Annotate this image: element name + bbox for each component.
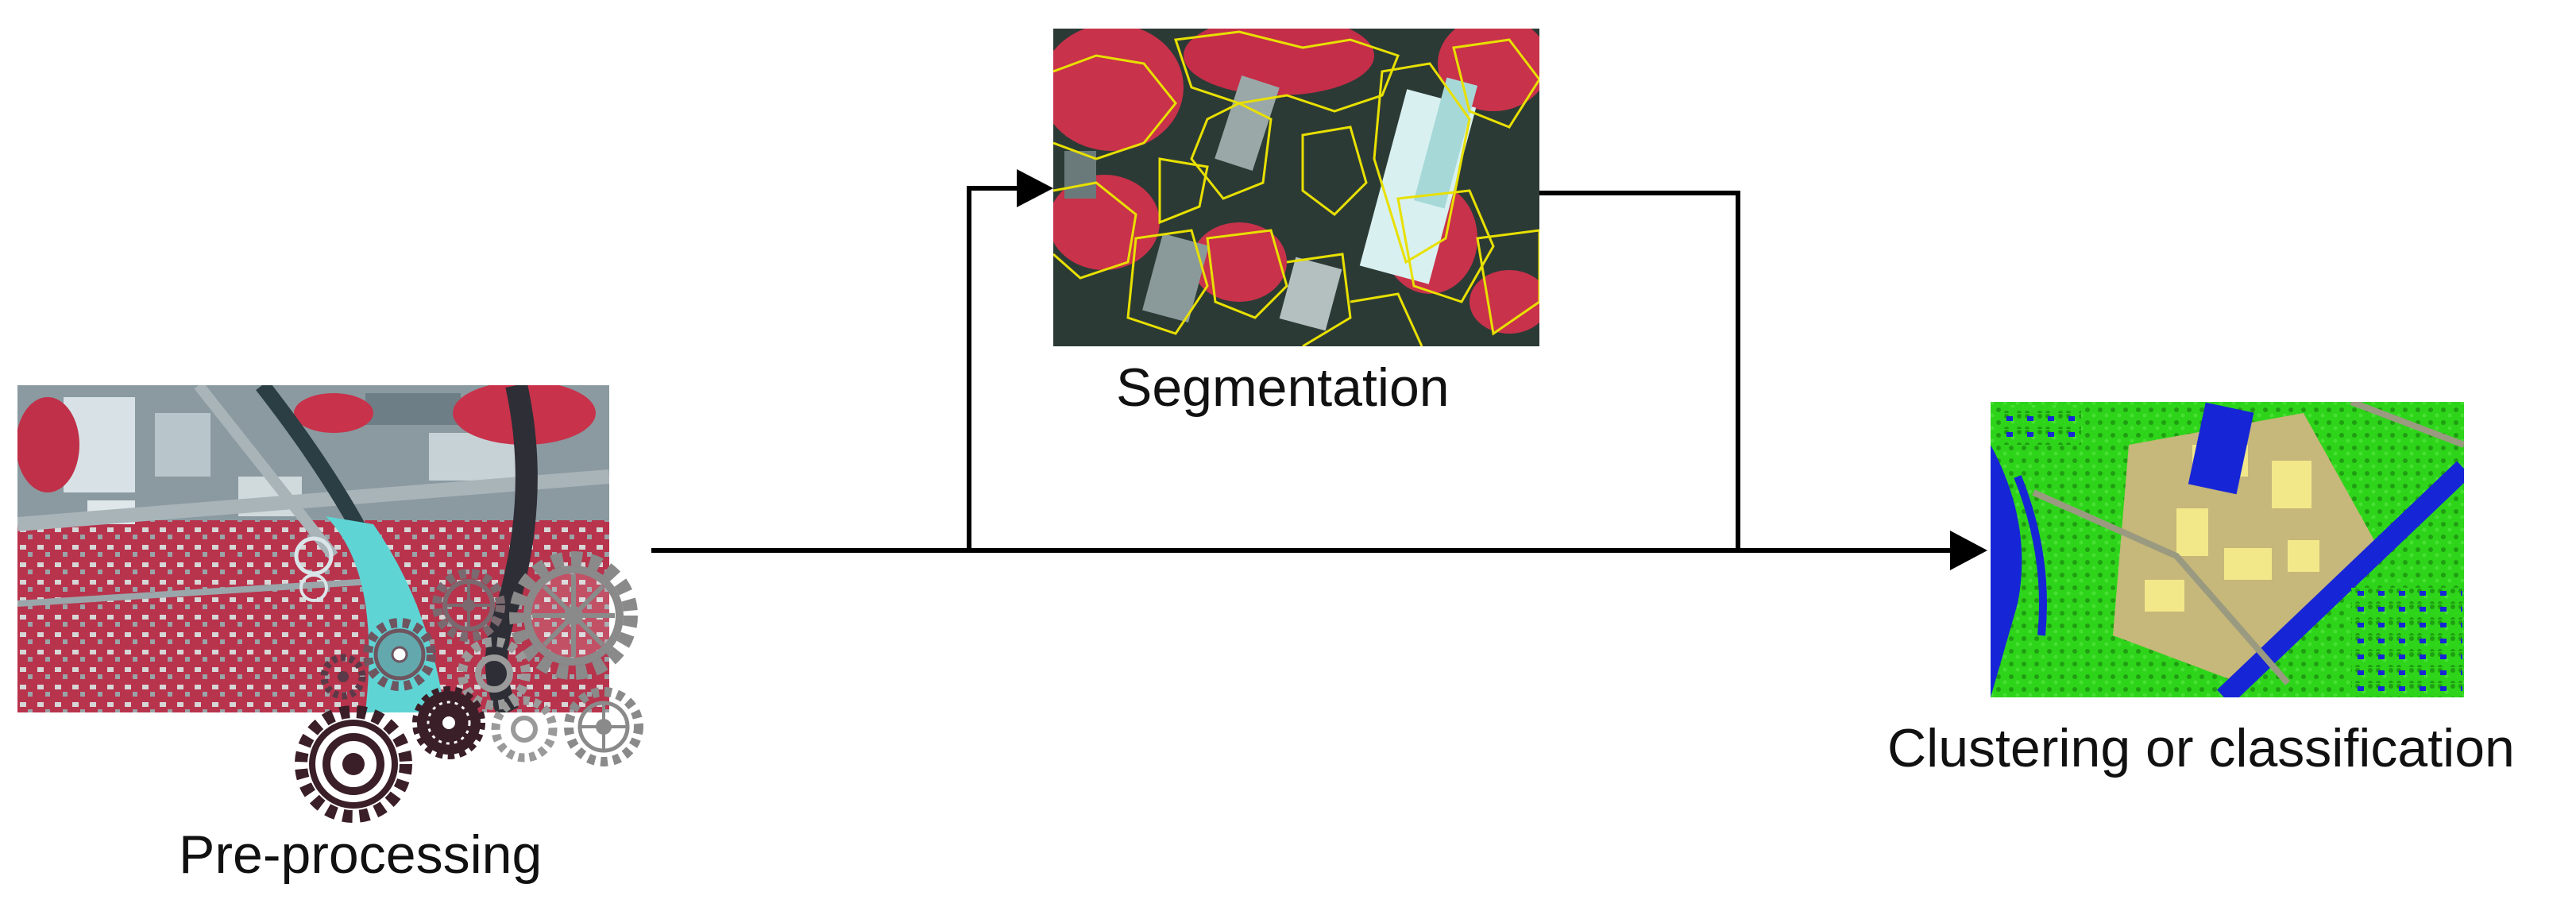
branch-to-segmentation	[967, 186, 1017, 550]
arrowhead-classification	[1950, 531, 1987, 570]
classification-map-image	[1991, 402, 2464, 697]
flow-arrows	[651, 186, 1950, 553]
segmentation-image	[1053, 29, 1539, 346]
segmentation-return-line	[1539, 191, 1740, 550]
preprocessing-aerial-image	[17, 385, 609, 712]
arrowhead-segmentation	[1017, 169, 1053, 207]
gears-icon	[295, 551, 643, 823]
preprocessing-label: Pre-processing	[179, 824, 543, 885]
segmentation-label: Segmentation	[1116, 357, 1450, 418]
classification-label: Clustering or classification	[1887, 718, 2515, 778]
